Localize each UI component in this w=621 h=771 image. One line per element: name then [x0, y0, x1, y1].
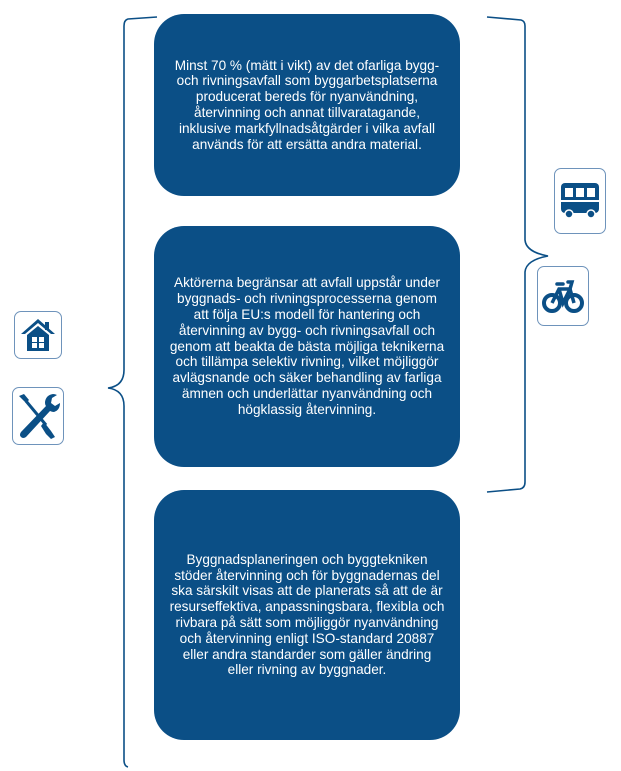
criterion-box-1: Minst 70 % (mätt i vikt) av det ofarliga… [154, 14, 460, 196]
bus-icon [561, 183, 599, 219]
house-icon-tile [14, 311, 62, 359]
house-icon [21, 319, 55, 351]
criterion-text-2: Aktörerna begränsar att avfall uppstår u… [169, 275, 445, 417]
bus-icon-tile [554, 168, 606, 234]
tools-icon-tile [12, 387, 64, 445]
criterion-box-3: Byggnadsplaneringen och byggtekniken stö… [154, 490, 460, 740]
left-brace [107, 16, 158, 768]
wrench-screwdriver-icon [19, 394, 60, 439]
bicycle-icon-tile [537, 266, 589, 326]
criterion-text-3: Byggnadsplaneringen och byggtekniken stö… [169, 551, 445, 678]
criterion-box-2: Aktörerna begränsar att avfall uppstår u… [154, 226, 460, 467]
right-brace [486, 16, 549, 493]
criterion-text-1: Minst 70 % (mätt i vikt) av det ofarliga… [174, 57, 440, 152]
bicycle-icon [542, 280, 584, 313]
